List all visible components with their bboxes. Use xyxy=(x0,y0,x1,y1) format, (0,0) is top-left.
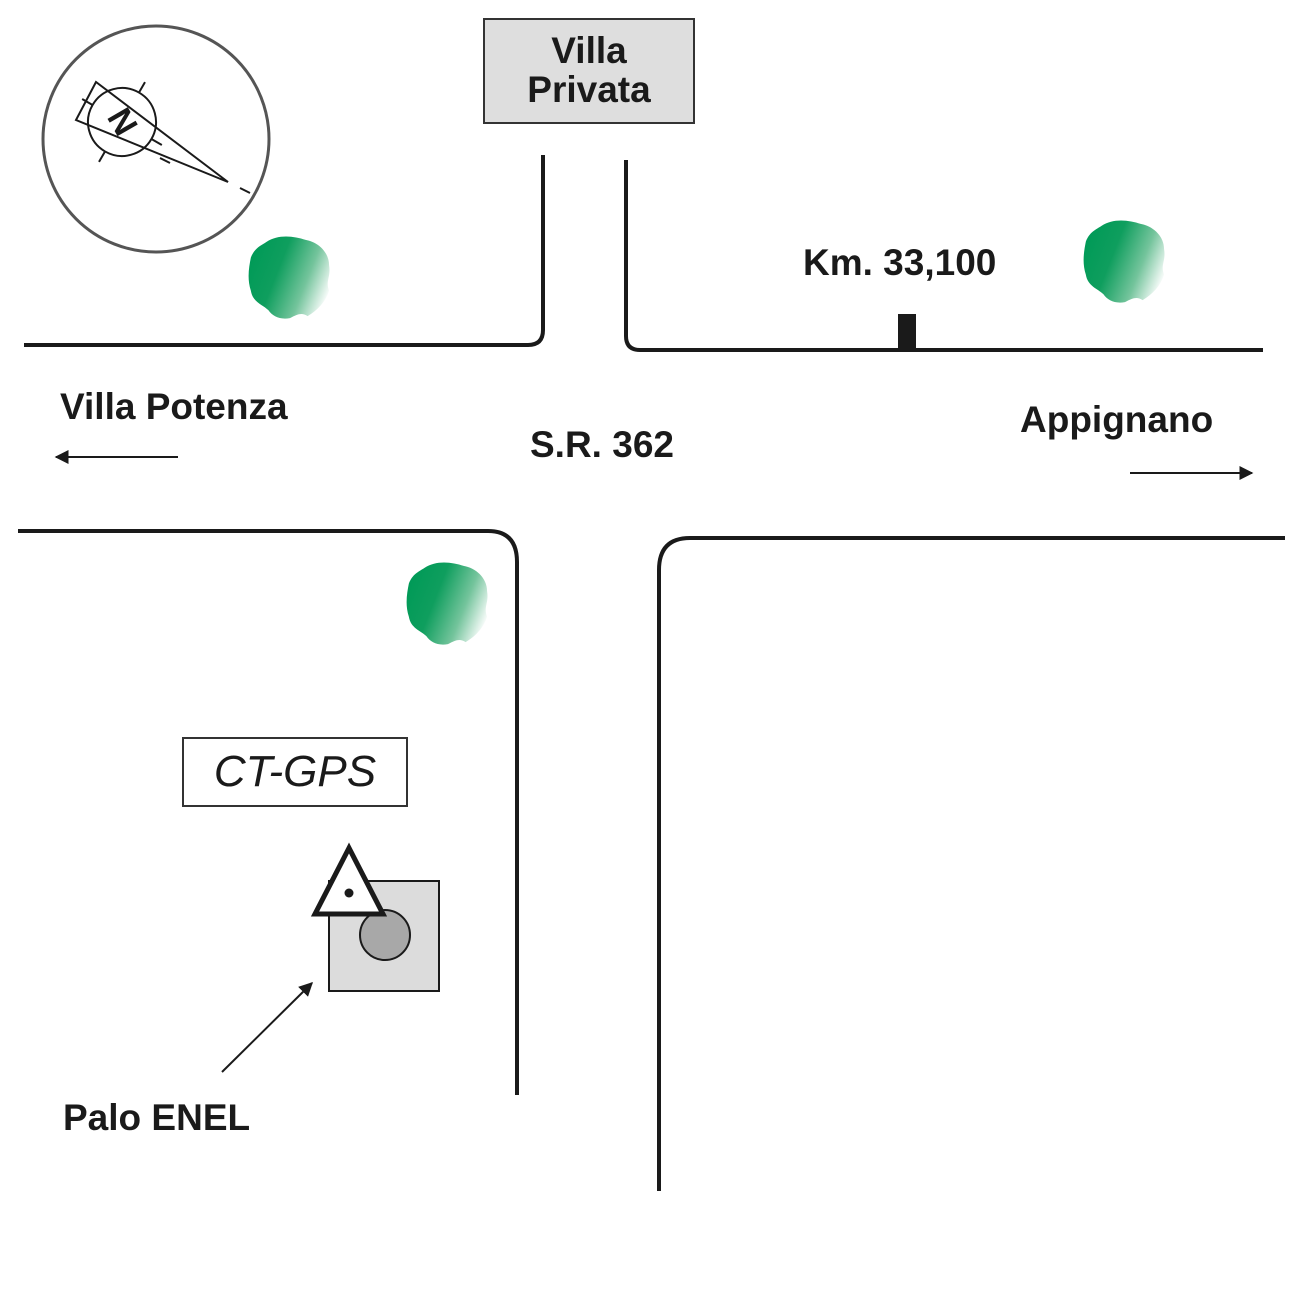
direction-right-label: Appignano xyxy=(1020,399,1214,440)
km-marker-post xyxy=(898,314,916,350)
pole-label: Palo ENEL xyxy=(63,1097,251,1138)
road-edge-northwest xyxy=(24,155,545,347)
gps-point-label: CT-GPS xyxy=(213,747,377,796)
tree-icon xyxy=(406,562,488,645)
road-edge-northeast xyxy=(624,160,1263,352)
compass-north-symbol: N xyxy=(99,102,144,142)
compass-ring xyxy=(41,24,271,254)
road-edge-southeast xyxy=(657,536,1285,1191)
destination-sign-line2: Privata xyxy=(527,69,651,110)
road-edge-southwest xyxy=(18,529,519,1095)
tree-icon xyxy=(1083,220,1165,303)
compass-needle xyxy=(74,80,229,183)
gps-point-dot xyxy=(344,888,354,898)
direction-left-label: Villa Potenza xyxy=(60,386,288,427)
destination-sign: Villa Privata xyxy=(483,18,695,124)
roads xyxy=(18,155,1285,1191)
destination-sign-line1: Villa xyxy=(551,30,627,72)
compass-icon: N xyxy=(41,24,271,254)
km-marker-label: Km. 33,100 xyxy=(803,242,997,283)
pole-circle xyxy=(359,909,411,961)
gps-point-triangle-icon xyxy=(310,842,388,917)
gps-point-label-box: CT-GPS xyxy=(182,737,408,807)
tree-icon xyxy=(248,236,330,319)
pole-pointer-arrow-icon xyxy=(221,982,313,1073)
road-name-label: S.R. 362 xyxy=(530,424,674,465)
